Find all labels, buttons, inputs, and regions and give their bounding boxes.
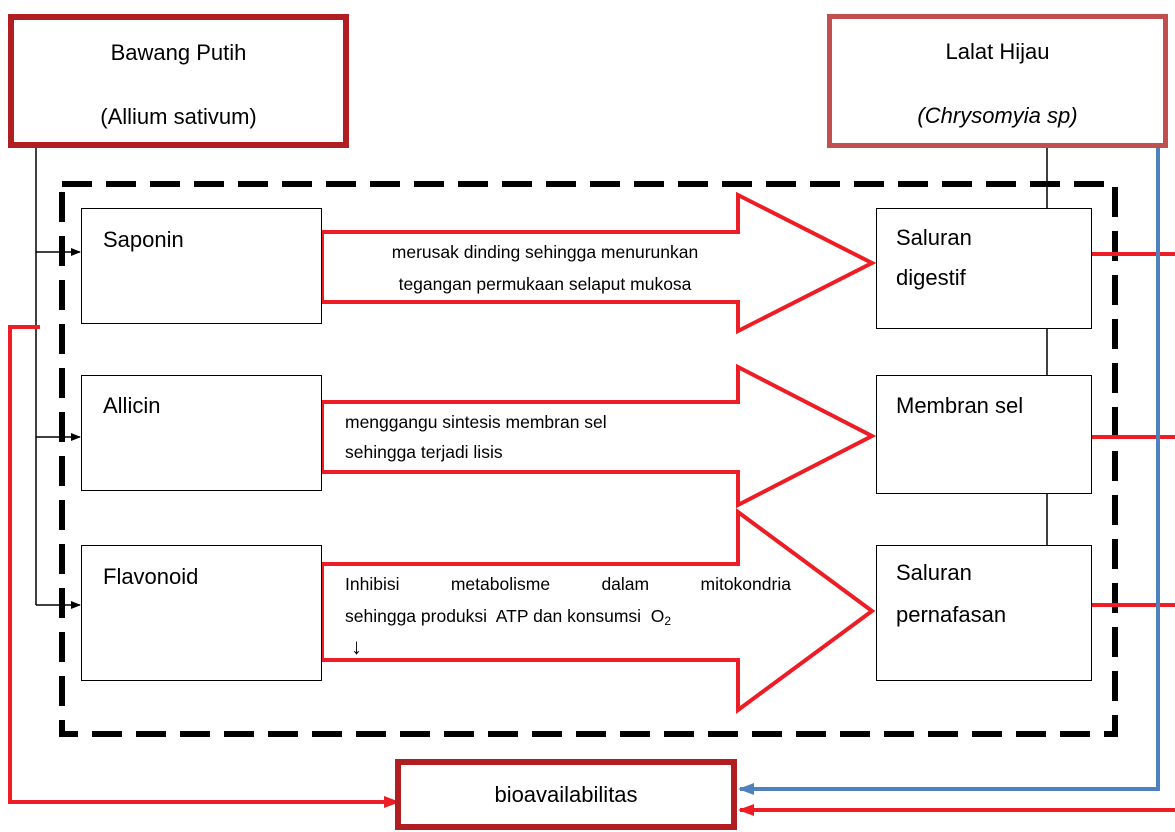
target-line1: Saluran (896, 225, 972, 250)
compound-label: Allicin (103, 393, 161, 418)
target-box-saluran-digestif: Saluran digestif (876, 208, 1092, 329)
compound-label: Saponin (103, 227, 184, 252)
dashed-frame (59, 181, 1118, 737)
mechanism-arrow-3 (320, 508, 876, 714)
target-line2: pernafasan (896, 602, 1007, 627)
source-box-bawang-putih: Bawang Putih (Allium sativum) (8, 14, 349, 148)
target-line1: Membran sel (896, 393, 1024, 418)
source-latin: (Allium sativum) (100, 104, 257, 129)
blue-right-connector (738, 143, 1160, 795)
mechanism-text-3-line1: Inhibisi metabolisme dalam mitokondria (345, 574, 791, 594)
target-line1: Saluran (896, 560, 972, 585)
mechanism-text-2-line2: sehingga terjadi lisis (345, 442, 503, 462)
mechanism-word: Inhibisi (345, 574, 400, 594)
mechanism-arrow-2 (320, 363, 877, 509)
source-name: Lalat Hijau (945, 39, 1050, 64)
mechanism-word: metabolisme (450, 574, 551, 594)
mechanism-word: dalam (601, 574, 650, 594)
target-box-saluran-pernafasan: Saluran pernafasan (876, 545, 1092, 681)
oxygen-subscript: 2 (664, 614, 672, 628)
mechanism-word: mitokondria (700, 574, 791, 594)
source-name: Bawang Putih (110, 40, 247, 65)
decrease-arrow-icon: ↓ (351, 634, 362, 659)
mechanism-text: sehingga produksi ATP dan konsumsi O (345, 606, 665, 626)
compound-box-saponin: Saponin (81, 208, 322, 324)
target-line2: digestif (896, 265, 966, 290)
outcome-box-bioavailabilitas: bioavailabilitas (395, 759, 737, 830)
mechanism-text-2-line1: menggangu sintesis membran sel (345, 412, 607, 432)
source-latin: (Chrysomyia sp) (917, 103, 1078, 128)
source-box-lalat-hijau: Lalat Hijau (Chrysomyia sp) (827, 14, 1168, 148)
mechanism-arrow-1 (320, 191, 877, 335)
compound-box-allicin: Allicin (81, 375, 322, 491)
mechanism-text-3-line2: sehingga produksi ATP dan konsumsi O2 (345, 606, 672, 628)
target-box-membran-sel: Membran sel (876, 375, 1092, 494)
outcome-label: bioavailabilitas (494, 782, 638, 807)
compound-box-flavonoid: Flavonoid (81, 545, 322, 681)
red-left-connector (8, 325, 400, 808)
compound-label: Flavonoid (103, 564, 199, 589)
mechanism-text-1-line1: merusak dinding sehingga menurunkan (391, 242, 699, 262)
mechanism-text-1-line2: tegangan permukaan selaput mukosa (398, 274, 692, 294)
